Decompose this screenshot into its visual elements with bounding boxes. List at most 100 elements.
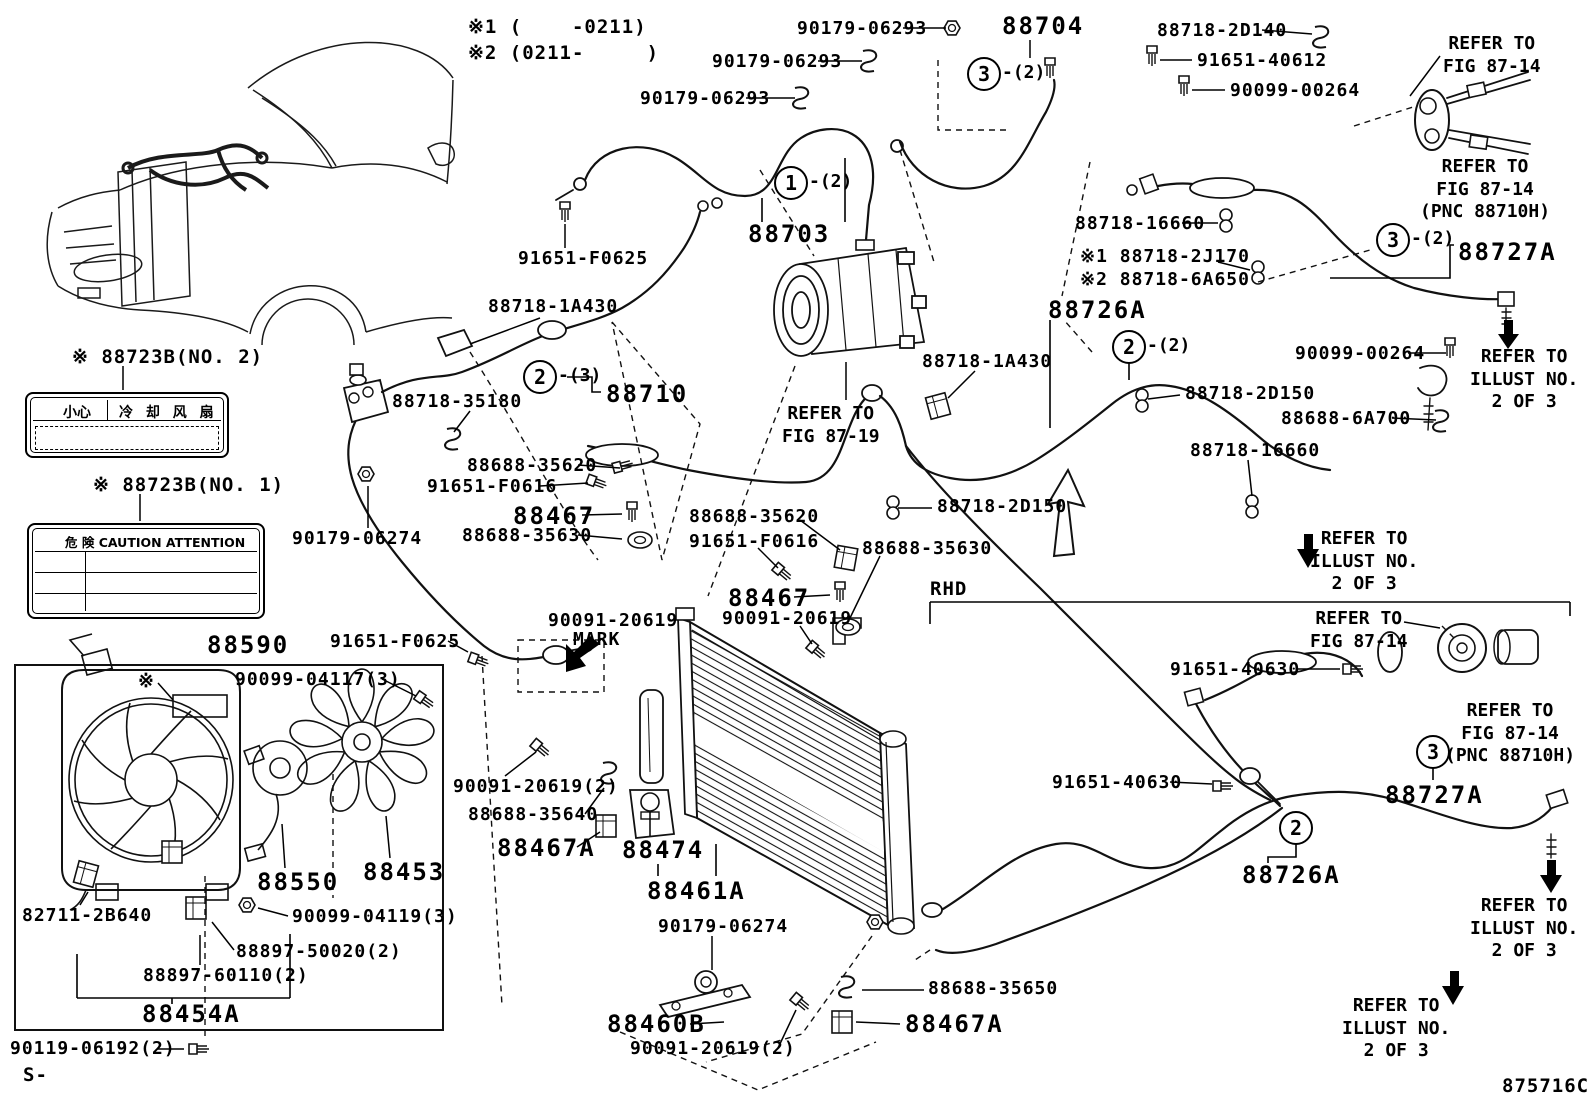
- part-label-88727a: 88727A: [1458, 238, 1557, 266]
- reference-note: REFER TO FIG 87-14 (PNC 88710H): [1445, 700, 1576, 766]
- reference-note: REFER TO FIG 87-14: [1443, 33, 1541, 77]
- leader-line: [1409, 55, 1441, 97]
- leader-line: [1217, 261, 1251, 271]
- leader-line: [777, 1009, 797, 1049]
- caution-label-1-title: ※ 88723B(NO. 1): [93, 474, 285, 496]
- part-label-9017906293: 90179-06293: [640, 88, 771, 109]
- part-label-9165140630: 91651-40630: [1052, 772, 1183, 793]
- part-label-9165140630: 91651-40630: [1170, 659, 1301, 680]
- callout-qty: -(2): [1002, 62, 1046, 83]
- part-label-88467: 88467: [513, 502, 596, 530]
- callout-number-1: 1-(2): [774, 166, 852, 200]
- part-label-887182d150: 88718-2D150: [1185, 383, 1316, 404]
- callout-qty: -(3): [558, 365, 602, 386]
- part-label-8868835620: 88688-35620: [689, 506, 820, 527]
- leader-line: [447, 640, 469, 653]
- part-label-90099041193: 90099-04119(3): [292, 906, 458, 927]
- part-label-88726a: 88726A: [1048, 296, 1147, 324]
- part-label-91651f0625: 91651-F0625: [330, 631, 461, 652]
- leader-line: [1247, 459, 1253, 497]
- part-label-9009900264: 90099-00264: [1230, 80, 1361, 101]
- fan-assembly: [14, 633, 444, 1031]
- part-label-88453: 88453: [363, 858, 446, 886]
- caution-no2-left-text: 小心: [63, 405, 91, 421]
- part-label-9165140612: 91651-40612: [1197, 50, 1328, 71]
- bracket-lines: [76, 158, 1571, 1004]
- reference-note: REFER TO FIG 87-19: [782, 403, 880, 447]
- part-label-88704: 88704: [1002, 12, 1085, 40]
- callout-number-2: 2-(3): [523, 360, 601, 394]
- part-label-9017906293: 90179-06293: [797, 18, 928, 39]
- caution-no2-right-text: 冷 却 风 扇: [119, 405, 218, 421]
- part-label-91651f0616: 91651-F0616: [427, 476, 558, 497]
- caution-no1-header-text: 危 険 CAUTION ATTENTION: [65, 535, 246, 550]
- part-label-88590: 88590: [207, 631, 290, 659]
- mark-note: MARK: [573, 629, 621, 650]
- leader-line: [689, 1021, 725, 1025]
- caution-sticker-no2-inner: [30, 397, 224, 453]
- leader-line: [1147, 394, 1181, 400]
- leader-line: [504, 751, 537, 777]
- reference-note: REFER TO ILLUST NO. 2 OF 3: [1342, 995, 1451, 1061]
- part-label-88460b: 88460B: [607, 1010, 706, 1038]
- part-label-8868835640: 88688-35640: [468, 804, 599, 825]
- caution-sticker-no1: 危 険 CAUTION ATTENTION: [27, 523, 265, 619]
- part-label-88703: 88703: [748, 220, 831, 248]
- leader-line: [855, 1021, 901, 1025]
- part-label-88726a: 88726A: [1242, 861, 1341, 889]
- part-label-88710: 88710: [606, 380, 689, 408]
- leader-line: [947, 370, 976, 399]
- part-label-88897601102: 88897-60110(2): [143, 965, 309, 986]
- part-label-88467a: 88467A: [905, 1010, 1004, 1038]
- leader-line: [849, 555, 881, 619]
- part-label-90091206192: 90091-20619(2): [453, 776, 619, 797]
- part-label-887182d140: 88718-2D140: [1157, 20, 1288, 41]
- leader-line: [381, 678, 417, 697]
- part-label-90091206192: 90091-20619(2): [630, 1038, 796, 1059]
- mark-arrow-icon: [566, 636, 600, 672]
- part-label-9009120619: 90091-20619: [548, 610, 679, 631]
- leader-line: [469, 317, 541, 345]
- part-label-8868835630: 88688-35630: [862, 538, 993, 559]
- caution-label-2-title: ※ 88723B(NO. 2): [72, 346, 264, 368]
- caution-sticker-no1-inner: [32, 528, 260, 614]
- footer-code: S-: [23, 1064, 48, 1086]
- rhd-section-label: RHD: [930, 578, 968, 600]
- part-label-91651f0625: 91651-F0625: [518, 248, 649, 269]
- leader-line: [757, 547, 779, 569]
- reference-note: REFER TO ILLUST NO. 2 OF 3: [1310, 528, 1419, 594]
- part-label-887182d150: 88718-2D150: [937, 496, 1068, 517]
- compressor: [773, 246, 927, 357]
- part-label-8871816660: 88718-16660: [1075, 213, 1206, 234]
- part-label-2887186a650: ※2 88718-6A650: [1080, 269, 1250, 290]
- reference-note: REFER TO FIG 87-14 (PNC 88710H): [1420, 156, 1551, 222]
- note-spec-1: ※1 ( -0211): [468, 16, 647, 38]
- callout-number-2: 2-(2): [1112, 330, 1190, 364]
- part-label-88467a: 88467A: [497, 834, 596, 862]
- condenser: [628, 607, 915, 935]
- part-label-88467: 88467: [728, 584, 811, 612]
- part-label-9017906274: 90179-06274: [658, 916, 789, 937]
- callout-number-3: 3: [1416, 735, 1450, 769]
- callout-qty: -(2): [1411, 228, 1455, 249]
- part-label-1887182j170: ※1 88718-2J170: [1080, 246, 1250, 267]
- reference-note: REFER TO ILLUST NO. 2 OF 3: [1470, 346, 1579, 412]
- callout-qty: -(2): [809, 171, 853, 192]
- leader-line: [1403, 621, 1441, 629]
- up-arrow-icon: [1046, 467, 1086, 558]
- leader-line: [211, 921, 235, 951]
- part-label-8868835630: 88688-35630: [462, 525, 593, 546]
- direction-arrows: [566, 320, 1562, 1005]
- leader-line: [453, 410, 471, 433]
- part-label-9017906274: 90179-06274: [292, 528, 423, 549]
- leader-line: [1261, 29, 1313, 35]
- part-label-88727a: 88727A: [1385, 781, 1484, 809]
- leader-line: [577, 534, 623, 540]
- part-label-886886a700: 88688-6A700: [1281, 408, 1412, 429]
- part-label-8868835620: 88688-35620: [467, 455, 598, 476]
- vehicle-sketch-icon: [46, 41, 455, 346]
- callout-number-2: 2: [1279, 811, 1313, 845]
- asterisk-mark: ※: [138, 670, 155, 692]
